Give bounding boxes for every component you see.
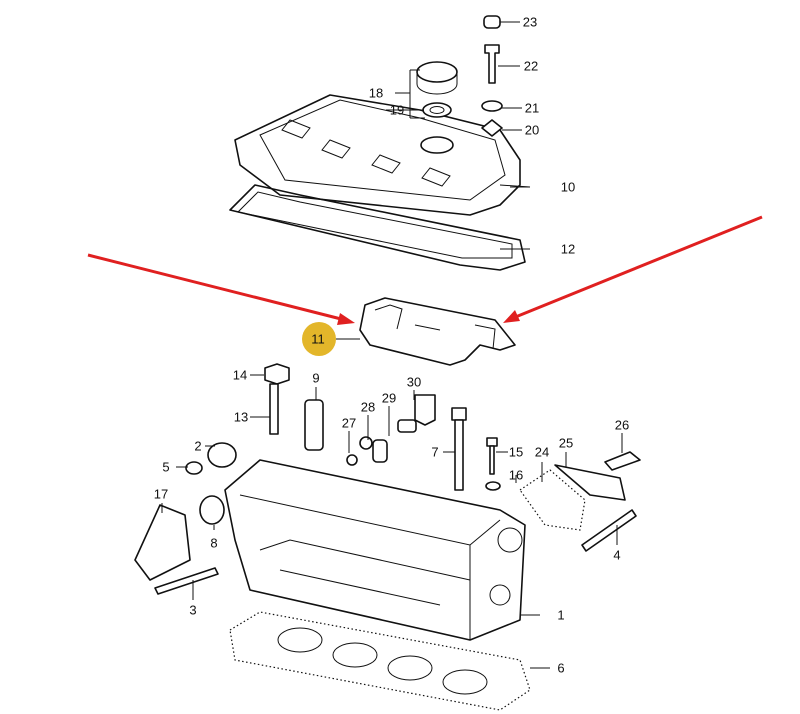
gasket-part-12: [229, 184, 526, 271]
valve-cover-part-10: [234, 94, 531, 216]
part-label: 24: [534, 444, 550, 460]
part-label: 14: [232, 367, 248, 383]
part-label: 12: [560, 241, 576, 257]
part-label: 16: [508, 467, 524, 483]
part-label: 23: [522, 14, 538, 30]
part-label-highlighted: 11: [311, 331, 325, 347]
part-label: 25: [558, 435, 574, 451]
highlight-circle: [302, 322, 336, 356]
red-arrows: [87, 215, 763, 325]
part-label: 19: [389, 102, 405, 118]
part-label: 15: [508, 444, 524, 460]
part-label: 26: [614, 417, 630, 433]
part-label: 8: [210, 535, 218, 551]
part-label: 27: [341, 415, 357, 431]
part-label: 20: [524, 122, 540, 138]
part-label: 28: [360, 399, 376, 415]
part-label: 13: [233, 409, 249, 425]
part-label: 3: [189, 602, 197, 618]
part-label: 17: [153, 486, 169, 502]
part-label: 6: [557, 660, 565, 676]
part-label: 2: [194, 438, 202, 454]
part-label: 18: [368, 85, 384, 101]
part-label: 29: [381, 390, 397, 406]
part-label: 21: [524, 100, 540, 116]
part-label: 30: [406, 374, 422, 390]
part-label: 1: [557, 607, 565, 623]
cylinder-head-part-1: [224, 459, 540, 641]
part-label: 5: [162, 459, 170, 475]
bracket-part-11: [336, 297, 516, 366]
part-label: 4: [613, 547, 621, 563]
head-gasket-part-6: [229, 611, 550, 711]
part-label: 10: [560, 179, 576, 195]
part-label: 9: [312, 370, 320, 386]
part-label: 22: [523, 58, 539, 74]
part-label: 7: [431, 444, 439, 460]
